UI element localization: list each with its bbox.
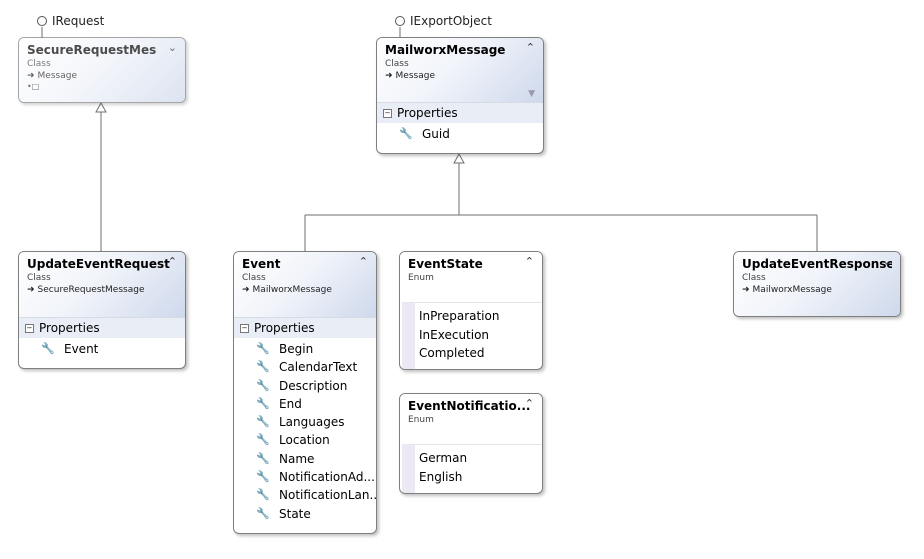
- class-kind: Class: [742, 273, 766, 283]
- enum-value-list: German English: [402, 444, 542, 493]
- wrench-icon: 🔧: [256, 451, 270, 465]
- class-kind: Class: [27, 273, 51, 283]
- event-state-enum[interactable]: EventState Enum ⌃ InPreparation InExecut…: [399, 251, 543, 370]
- irequest-label: IRequest: [52, 14, 105, 28]
- chevron-down-double-icon[interactable]: ⌄: [167, 41, 177, 54]
- inherit-arrow-icon: ➜: [385, 71, 393, 81]
- property-item[interactable]: 🔧State: [234, 505, 376, 523]
- secure-request-message-class[interactable]: SecureRequestMess... Class ➜Message •□ ⌄: [18, 37, 186, 103]
- wrench-icon: 🔧: [256, 396, 270, 410]
- property-item[interactable]: 🔧Event: [19, 340, 185, 358]
- class-kind: Class: [242, 273, 266, 283]
- chevron-down-double-icon[interactable]: ⌄: [882, 255, 892, 268]
- property-item[interactable]: 🔧NotificationAd...: [234, 468, 376, 486]
- class-base: ➜Message: [27, 71, 77, 81]
- event-notification-enum[interactable]: EventNotificatio... Enum ⌃ German Englis…: [399, 393, 543, 494]
- wrench-icon: 🔧: [41, 342, 55, 355]
- update-event-response-class[interactable]: UpdateEventResponse Class ➜MailworxMessa…: [733, 251, 901, 317]
- lollipop-icon: [395, 16, 405, 26]
- property-list: 🔧Guid: [377, 123, 543, 147]
- property-item[interactable]: 🔧End: [234, 395, 376, 413]
- enum-header[interactable]: EventState Enum ⌃: [400, 252, 542, 302]
- chevron-up-double-icon[interactable]: ⌃: [167, 255, 177, 268]
- property-item[interactable]: 🔧Languages: [234, 413, 376, 431]
- mailworx-message-class[interactable]: MailworxMessage Class ➜Message ⌃ ▼ − Pro…: [376, 37, 544, 154]
- class-title: SecureRequestMess...: [27, 43, 157, 57]
- wrench-icon: 🔧: [256, 378, 270, 392]
- chevron-up-double-icon[interactable]: ⌃: [525, 41, 535, 54]
- class-header[interactable]: MailworxMessage Class ➜Message ⌃ ▼: [377, 38, 543, 102]
- class-base: ➜SecureRequestMessage: [27, 285, 145, 295]
- inherit-arrow-icon: [95, 101, 107, 113]
- class-base: ➜MailworxMessage: [242, 285, 332, 295]
- enum-value-list: InPreparation InExecution Completed: [402, 302, 542, 369]
- update-event-request-class[interactable]: UpdateEventRequest Class ➜SecureRequestM…: [18, 251, 186, 369]
- enum-value[interactable]: English: [419, 469, 463, 484]
- class-kind: Class: [385, 59, 409, 69]
- class-title: UpdateEventRequest: [27, 257, 170, 271]
- class-title: MailworxMessage: [385, 43, 506, 57]
- property-item[interactable]: 🔧Begin: [234, 340, 376, 358]
- class-header[interactable]: SecureRequestMess... Class ➜Message •□ ⌄: [19, 38, 185, 102]
- chevron-up-double-icon[interactable]: ⌃: [358, 255, 368, 268]
- class-header[interactable]: UpdateEventRequest Class ➜SecureRequestM…: [19, 252, 185, 317]
- class-base: ➜MailworxMessage: [742, 285, 832, 295]
- inherit-arrow-icon: [453, 152, 465, 164]
- class-header[interactable]: Event Class ➜MailworxMessage ⌃: [234, 252, 376, 317]
- wrench-icon: 🔧: [399, 127, 413, 140]
- inherit-arrow-icon: ➜: [27, 71, 35, 81]
- wrench-icon: 🔧: [256, 342, 270, 355]
- wrench-icon: 🔧: [256, 506, 270, 520]
- property-item[interactable]: 🔧Description: [234, 377, 376, 395]
- properties-section-header[interactable]: − Properties: [19, 317, 185, 338]
- class-title: Event: [242, 257, 281, 271]
- properties-section-header[interactable]: − Properties: [234, 317, 376, 338]
- enum-header[interactable]: EventNotificatio... Enum ⌃: [400, 394, 542, 444]
- property-item[interactable]: 🔧NotificationLan...: [234, 486, 376, 504]
- chevron-up-double-icon[interactable]: ⌃: [524, 255, 534, 268]
- filter-icon[interactable]: ▼: [528, 89, 535, 99]
- enum-value[interactable]: Completed: [419, 346, 485, 360]
- properties-section-header[interactable]: − Properties: [377, 102, 543, 123]
- iexportobject-interface: IExportObject: [395, 14, 492, 28]
- property-list: 🔧Begin 🔧CalendarText 🔧Description 🔧End 🔧…: [234, 338, 376, 527]
- class-header[interactable]: UpdateEventResponse Class ➜MailworxMessa…: [734, 252, 900, 316]
- irequest-interface: IRequest: [37, 14, 104, 28]
- property-list: 🔧Event: [19, 338, 185, 362]
- enum-kind: Enum: [408, 273, 434, 283]
- class-base: ➜Message: [385, 71, 435, 81]
- class-title: UpdateEventResponse: [742, 257, 892, 271]
- enum-value[interactable]: InPreparation: [419, 309, 500, 323]
- chevron-up-double-icon[interactable]: ⌃: [524, 397, 534, 410]
- wrench-icon: 🔧: [256, 415, 270, 429]
- property-item[interactable]: 🔧CalendarText: [234, 358, 376, 376]
- inherit-arrow-icon: ➜: [27, 285, 35, 295]
- property-item[interactable]: 🔧Location: [234, 431, 376, 449]
- wrench-icon: 🔧: [256, 488, 270, 502]
- wrench-icon: 🔧: [256, 360, 270, 374]
- enum-value[interactable]: German: [419, 451, 468, 465]
- enum-title: EventState: [408, 257, 483, 271]
- property-item[interactable]: 🔧Name: [234, 450, 376, 468]
- minus-box-icon[interactable]: −: [25, 323, 34, 333]
- class-kind: Class: [27, 59, 51, 69]
- enum-kind: Enum: [408, 415, 434, 425]
- minus-box-icon[interactable]: −: [383, 108, 392, 118]
- wrench-icon: 🔧: [256, 433, 270, 447]
- enum-value[interactable]: InExecution: [419, 327, 490, 342]
- lollipop-icon: [37, 16, 47, 26]
- minus-box-icon[interactable]: −: [240, 323, 249, 333]
- wrench-icon: 🔧: [256, 470, 270, 484]
- enum-title: EventNotificatio...: [408, 399, 531, 413]
- inherit-arrow-icon: ➜: [742, 285, 750, 295]
- shortcut-icon: •□: [27, 82, 40, 91]
- event-class[interactable]: Event Class ➜MailworxMessage ⌃ − Propert…: [233, 251, 377, 534]
- inherit-arrow-icon: ➜: [242, 285, 250, 295]
- iexportobject-label: IExportObject: [410, 14, 492, 28]
- property-item[interactable]: 🔧Guid: [377, 125, 543, 143]
